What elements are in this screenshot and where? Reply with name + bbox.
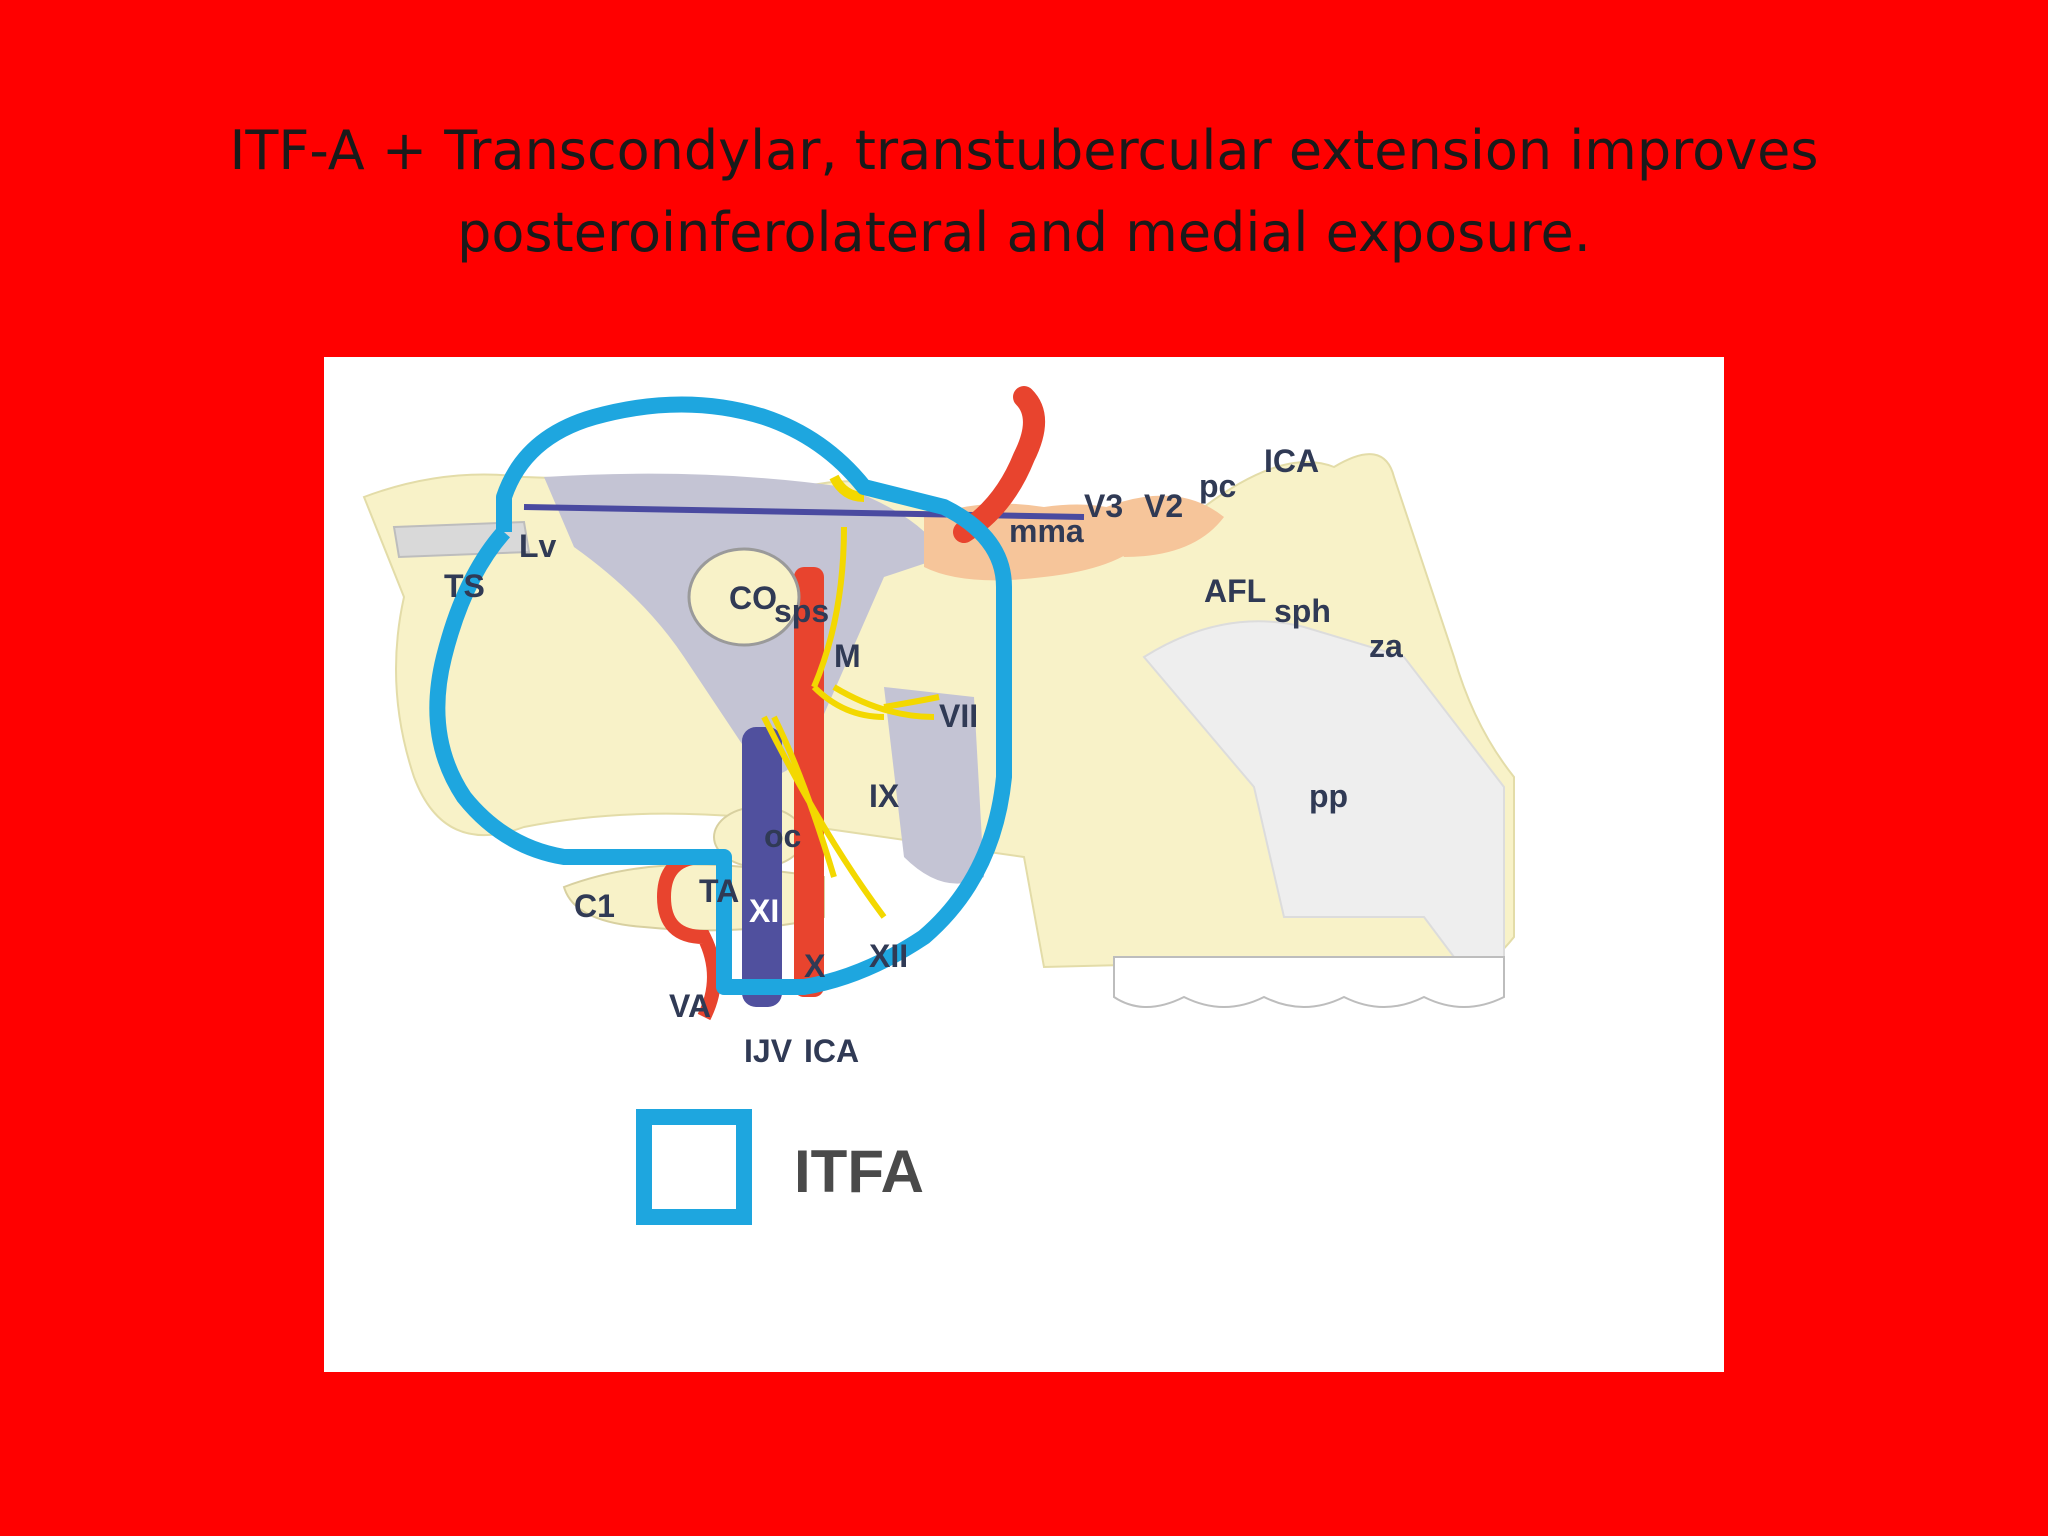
label-ts: TS [444, 568, 485, 604]
label-sps: sps [774, 593, 829, 629]
condyle-co [687, 547, 801, 647]
title-line-1: ITF-A + Transcondylar, transtubercular e… [229, 119, 1819, 182]
label-pc: pc [1199, 468, 1236, 504]
label-mma: mma [1009, 513, 1084, 549]
teeth-row [1113, 956, 1505, 1008]
label-xii: XII [869, 938, 908, 974]
label-m: M [834, 638, 861, 674]
label-v2: V2 [1144, 488, 1183, 524]
label-ica-top: ICA [1264, 443, 1319, 479]
anatomy-figure: TS Lv sps mma V3 V2 pc ICA AFL sph za CO… [324, 357, 1724, 1372]
label-ix: IX [869, 778, 900, 814]
title-line-2: posteroinferolateral and medial exposure… [457, 201, 1591, 264]
anatomy-illustration: TS Lv sps mma V3 V2 pc ICA AFL sph za CO… [362, 386, 1515, 1225]
label-oc: oc [764, 818, 801, 854]
nerve-vii [832, 684, 940, 720]
label-sph: sph [1274, 593, 1331, 629]
legend-label: ITFA [794, 1138, 924, 1205]
sphenoid-muscle [1094, 495, 1224, 557]
ica-upper [953, 386, 1045, 543]
label-vii: VII [939, 698, 978, 734]
label-xi: XI [749, 893, 779, 929]
ijv [742, 727, 782, 1007]
label-lv: Lv [519, 528, 557, 564]
legend-swatch [636, 1109, 752, 1225]
label-ica-bottom: ICA [804, 1033, 859, 1069]
dura-lower [884, 687, 984, 884]
label-pp: pp [1309, 778, 1348, 814]
label-ta: TA [699, 873, 739, 909]
label-c1: C1 [574, 888, 615, 924]
label-v3: V3 [1084, 488, 1123, 524]
itfa-outline [429, 396, 1012, 995]
label-afl: AFL [1204, 573, 1266, 609]
label-va: VA [669, 988, 711, 1024]
label-za: za [1369, 628, 1403, 664]
slide-title: ITF-A + Transcondylar, transtubercular e… [150, 110, 1898, 274]
label-x: X [804, 948, 826, 984]
nerve-v3 [829, 474, 865, 502]
label-ijv: IJV [744, 1033, 793, 1069]
label-co: CO [729, 580, 777, 616]
nerve-branches [761, 526, 887, 919]
va-loop [656, 850, 721, 1021]
